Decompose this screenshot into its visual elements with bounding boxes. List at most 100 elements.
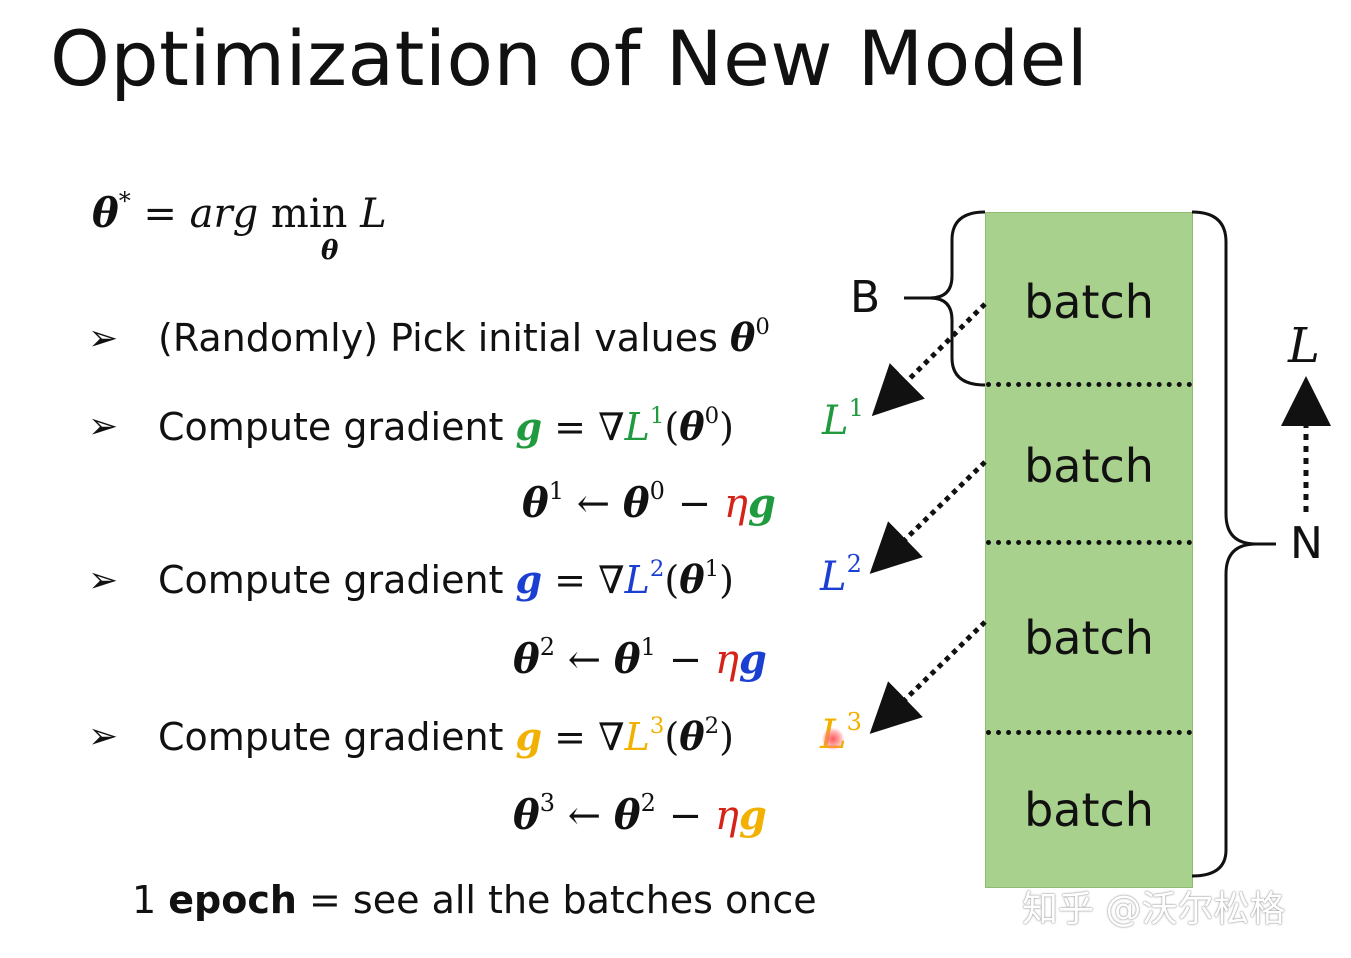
dataset-brace <box>1191 210 1257 878</box>
pointer-cursor-icon <box>822 728 844 750</box>
loss-symbol: L <box>624 558 650 602</box>
minus-sign: − <box>655 793 715 839</box>
theta-sup: 3 <box>539 789 555 817</box>
slide-title: Optimization of New Model <box>50 14 1089 103</box>
epoch-definition: 1 epoch = see all the batches once <box>132 878 817 922</box>
loss-label-2: L2 <box>820 552 862 600</box>
update-rule-2: θ2 ← θ1 − ηg <box>513 633 767 683</box>
theta-symbol: θ <box>522 480 549 527</box>
loss-sup: 3 <box>846 708 862 736</box>
paren: ) <box>719 405 734 449</box>
theta-star-sup: * <box>118 187 131 215</box>
theta-symbol: θ <box>613 792 641 839</box>
dotted-arrow-3 <box>869 620 987 734</box>
theta-symbol: θ <box>92 190 119 237</box>
bullet-icon: ➢ <box>88 560 119 601</box>
theta-symbol: θ <box>622 480 650 527</box>
paren: ( <box>664 405 680 449</box>
batch-label: batch <box>1024 611 1154 665</box>
loss-symbol: L <box>624 405 650 449</box>
learning-rate-eta: η <box>714 637 739 683</box>
batch-size-label: B <box>850 272 881 323</box>
nabla-equals: = ∇ <box>542 558 625 602</box>
loss-sup: 2 <box>649 555 665 582</box>
loss-sup: 3 <box>649 712 665 739</box>
bullet-compute-gradient-1: Compute gradient g = ∇L1(θ0) <box>158 404 734 449</box>
minus-sign: − <box>655 637 715 683</box>
batch-size-brace <box>929 210 986 387</box>
gradient-g: g <box>738 792 767 839</box>
epoch-number: 1 <box>132 878 169 922</box>
min-text: min <box>258 191 361 237</box>
theta-sup: 0 <box>649 477 665 505</box>
epoch-bold: epoch <box>168 878 297 922</box>
gradient-g: g <box>747 480 776 527</box>
nabla-equals: = ∇ <box>542 715 625 759</box>
gradient-g: g <box>515 714 543 759</box>
loss-sup: 2 <box>846 550 862 578</box>
theta-sup: 1 <box>548 477 564 505</box>
theta-symbol: θ <box>679 557 705 602</box>
loss-sup: 1 <box>848 394 864 422</box>
bullet-icon: ➢ <box>88 318 119 359</box>
batch-divider <box>986 730 1192 735</box>
theta-sup: 1 <box>704 555 720 582</box>
theta-sup: 0 <box>704 402 720 429</box>
learning-rate-eta: η <box>723 481 748 527</box>
min-subscript-theta: θ <box>321 236 339 266</box>
gradient-g: g <box>738 636 767 683</box>
theta-sup: 2 <box>539 633 555 661</box>
epoch-text: = see all the batches once <box>296 878 817 922</box>
theta-symbol: θ <box>679 404 705 449</box>
gradient-g: g <box>515 557 543 602</box>
theta-sup: 2 <box>704 712 720 739</box>
batch-label: batch <box>1024 275 1154 329</box>
batch-divider <box>986 382 1192 387</box>
paren: ( <box>664 715 680 759</box>
bullet-text: Compute gradient <box>158 405 516 449</box>
theta-symbol: θ <box>729 315 756 360</box>
learning-rate-eta: η <box>714 793 739 839</box>
objective-equation: θ* = arg min L <box>92 187 387 237</box>
theta-sup: 0 <box>755 313 770 340</box>
paren: ( <box>664 558 680 602</box>
equals-sign: = <box>130 191 190 237</box>
bullet-icon: ➢ <box>88 716 119 757</box>
dotted-arrow-1 <box>871 302 987 417</box>
bullet-text: Compute gradient <box>158 558 516 602</box>
left-arrow: ← <box>554 637 614 683</box>
loss-symbol: L <box>820 554 847 600</box>
update-rule-3: θ3 ← θ2 − ηg <box>513 789 767 839</box>
paren: ) <box>719 715 734 759</box>
total-loss-label: L <box>1288 318 1320 374</box>
bullet-icon: ➢ <box>88 406 119 447</box>
bullet-pick-initial: (Randomly) Pick initial values θ0 <box>158 315 770 360</box>
loss-label-1: L1 <box>822 396 864 444</box>
minus-sign: − <box>664 481 724 527</box>
theta-symbol: θ <box>613 636 641 683</box>
left-arrow: ← <box>554 793 614 839</box>
bullet-compute-gradient-3: Compute gradient g = ∇L3(θ2) <box>158 714 734 759</box>
batch-label: batch <box>1024 783 1154 837</box>
bullet-text: Compute gradient <box>158 715 516 759</box>
gradient-g: g <box>515 404 543 449</box>
loss-symbol: L <box>822 398 849 444</box>
batch-stack: batch batch batch batch <box>985 212 1193 888</box>
loss-symbol: L <box>360 191 387 237</box>
theta-symbol: θ <box>513 792 540 839</box>
dotted-arrow-2 <box>869 460 987 574</box>
bullet-compute-gradient-2: Compute gradient g = ∇L2(θ1) <box>158 557 734 602</box>
dataset-size-label: N <box>1290 518 1323 569</box>
loss-sup: 1 <box>649 402 665 429</box>
left-arrow: ← <box>563 481 623 527</box>
batch-divider <box>986 540 1192 545</box>
theta-sup: 2 <box>640 789 656 817</box>
arg-text: arg <box>189 191 259 237</box>
batch-label: batch <box>1024 439 1154 493</box>
theta-symbol: θ <box>513 636 540 683</box>
nabla-equals: = ∇ <box>542 405 625 449</box>
loss-symbol: L <box>624 715 650 759</box>
paren: ) <box>719 558 734 602</box>
watermark: 知乎 @沃尔松格 <box>1022 889 1286 930</box>
